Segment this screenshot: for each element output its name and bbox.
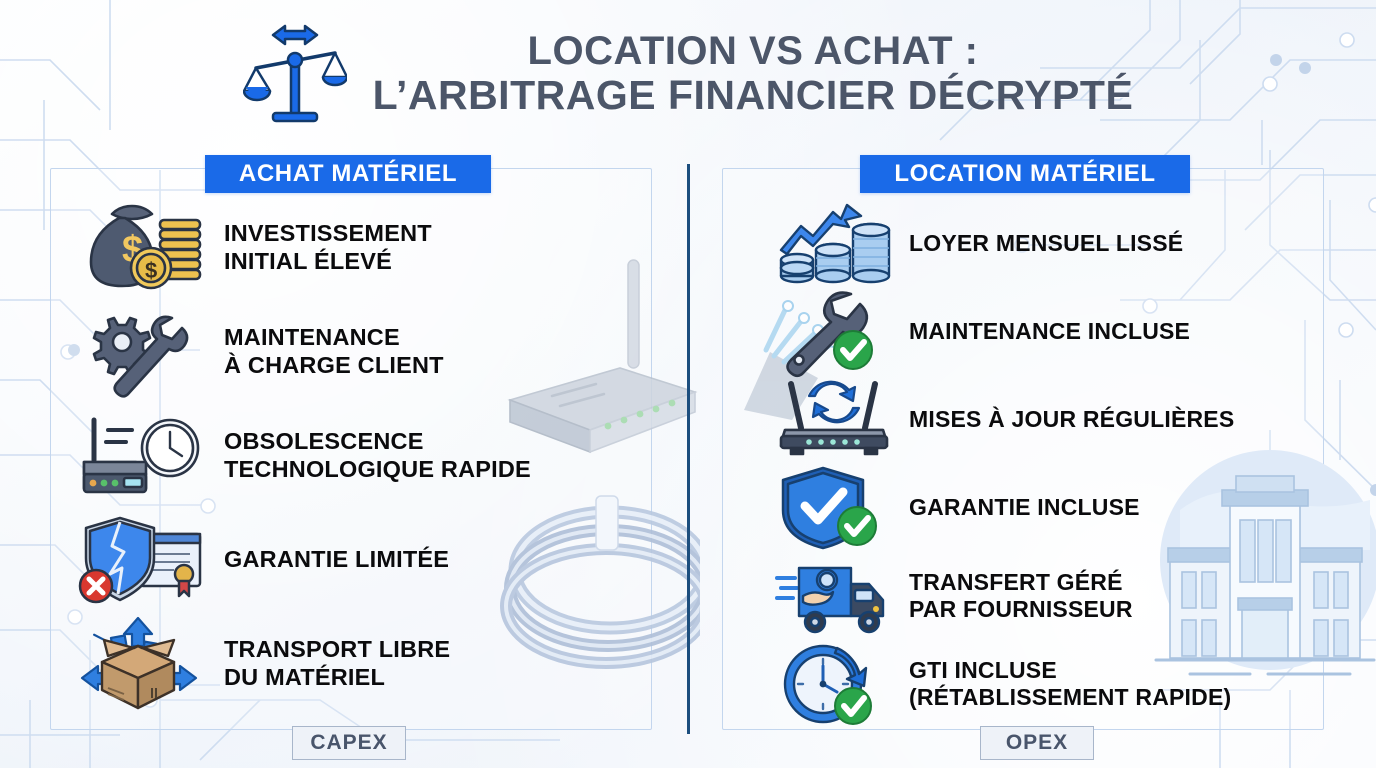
- list-item-label: TRANSPORT LIBRE DU MATÉRIEL: [224, 636, 451, 690]
- delivery-truck-hand-icon: [775, 554, 893, 638]
- list-item-label: MAINTENANCE INCLUSE: [909, 318, 1191, 345]
- list-item: TRANSFERT GÉRÉ PAR FOURNISSEUR: [775, 552, 1355, 640]
- open-box-arrows-icon: [78, 616, 208, 712]
- balance-scales-icon: [242, 21, 348, 131]
- list-item-label: MISES À JOUR RÉGULIÈRES: [909, 406, 1235, 433]
- tag-opex: OPEX: [980, 726, 1094, 760]
- list-item-label: GARANTIE LIMITÉE: [224, 546, 450, 573]
- money-bag-coins-icon: $ $: [78, 200, 208, 296]
- wrench-gear-icon: [78, 304, 208, 400]
- list-item: TRANSPORT LIBRE DU MATÉRIEL: [78, 612, 638, 716]
- growth-chart-coins-icon: [775, 202, 893, 286]
- column-divider: [687, 164, 690, 734]
- list-item-label: GARANTIE INCLUSE: [909, 494, 1140, 521]
- list-item-label: MAINTENANCE À CHARGE CLIENT: [224, 324, 444, 378]
- page-header: LOCATION VS ACHAT : L’ARBITRAGE FINANCIE…: [0, 14, 1376, 134]
- badge-location-materiel: LOCATION MATÉRIEL: [860, 155, 1190, 193]
- list-item-label: INVESTISSEMENT INITIAL ÉLEVÉ: [224, 220, 432, 274]
- list-location: LOYER MENSUEL LISSÉ MAINTENANCE INCLUSE: [775, 200, 1355, 728]
- list-item-label: TRANSFERT GÉRÉ PAR FOURNISSEUR: [909, 568, 1133, 622]
- title-line-2: L’ARBITRAGE FINANCIER DÉCRYPTÉ: [372, 72, 1134, 119]
- list-item: LOYER MENSUEL LISSÉ: [775, 200, 1355, 288]
- page-title: LOCATION VS ACHAT : L’ARBITRAGE FINANCIE…: [373, 29, 1134, 120]
- list-item: MAINTENANCE INCLUSE: [775, 288, 1355, 378]
- list-item: OBSOLESCENCE TECHNOLOGIQUE RAPIDE: [78, 404, 638, 508]
- list-item: $ $ INVESTISS: [78, 196, 638, 300]
- list-item: GARANTIE INCLUSE: [775, 464, 1355, 552]
- list-item: GTI INCLUSE (RÉTABLISSEMENT RAPIDE): [775, 640, 1355, 728]
- broken-shield-certificate-icon: [78, 512, 208, 608]
- badge-achat-materiel: ACHAT MATÉRIEL: [205, 155, 491, 193]
- tag-capex: CAPEX: [292, 726, 406, 760]
- router-clock-icon: [78, 408, 208, 504]
- wrench-check-icon: [775, 290, 893, 378]
- svg-text:$: $: [145, 258, 157, 283]
- list-item: MAINTENANCE À CHARGE CLIENT: [78, 300, 638, 404]
- list-item: GARANTIE LIMITÉE: [78, 508, 638, 612]
- list-item-label: OBSOLESCENCE TECHNOLOGIQUE RAPIDE: [224, 428, 531, 482]
- list-item: MISES À JOUR RÉGULIÈRES: [775, 376, 1355, 464]
- router-refresh-icon: [775, 378, 893, 462]
- list-item-label: LOYER MENSUEL LISSÉ: [909, 230, 1184, 257]
- shield-check-icon: [775, 466, 893, 550]
- clock-arrow-check-icon: [775, 642, 893, 726]
- list-achat: $ $ INVESTISS: [78, 196, 638, 716]
- list-item-label: GTI INCLUSE (RÉTABLISSEMENT RAPIDE): [909, 656, 1232, 710]
- title-line-1: LOCATION VS ACHAT :: [527, 28, 979, 73]
